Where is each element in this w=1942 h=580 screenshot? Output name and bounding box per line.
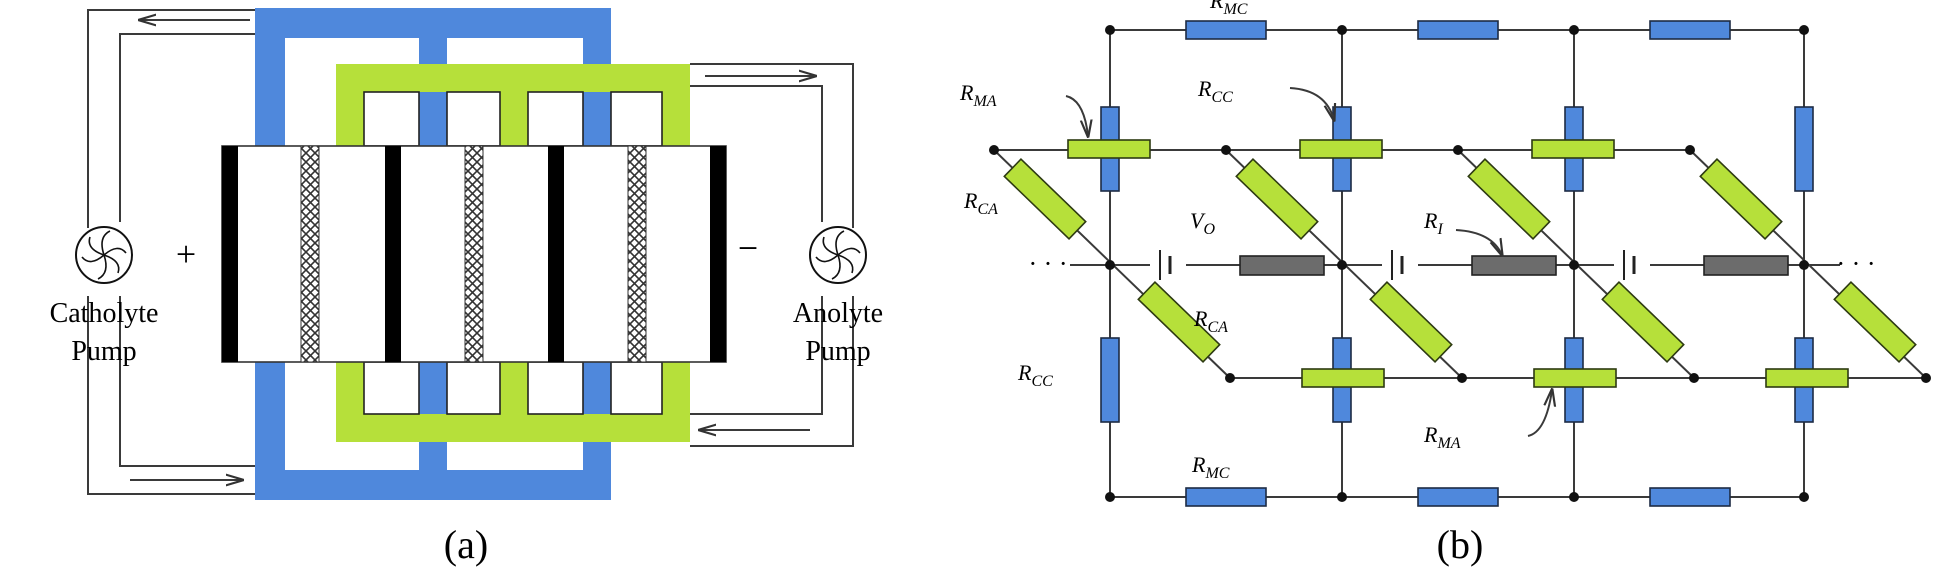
ri-resistors (1239, 255, 1789, 276)
electrode-plus (222, 146, 238, 362)
label-rmc-top: RMC (1209, 0, 1248, 18)
ellipsis-right: · · · (1837, 249, 1876, 278)
panel-a-caption: (a) (444, 522, 488, 567)
cell-stack (221, 145, 727, 363)
membrane-2 (464, 145, 484, 363)
bipolar-plate-1 (385, 146, 401, 362)
anolyte-loop-lines (690, 63, 854, 447)
catholyte-pump-icon (75, 226, 133, 284)
label-ri: RI (1423, 208, 1443, 238)
label-rmc-bottom: RMC (1191, 452, 1230, 482)
panel-b-circuit: RMC RMA RCC RCA VO RI RCA RCC RMA RMC · … (959, 0, 1931, 567)
anolyte-pump-label-line1: Anolyte (793, 298, 883, 329)
bipolar-plate-2 (548, 146, 564, 362)
catholyte-manifold (255, 8, 611, 500)
label-vo: VO (1190, 208, 1215, 238)
membrane-1 (300, 145, 320, 363)
electrode-minus (710, 146, 726, 362)
label-rma-top: RMA (959, 80, 997, 110)
label-rma-bottom: RMA (1423, 422, 1461, 452)
label-rca-mid: RCA (1193, 306, 1228, 336)
membrane-3 (627, 145, 647, 363)
plus-sign: + (176, 234, 196, 274)
ellipsis-left: · · · (1029, 249, 1068, 278)
junction-dots (989, 25, 1931, 502)
label-rca-left: RCA (963, 188, 998, 218)
catholyte-pump-label-line1: Catholyte (50, 298, 159, 329)
rma-resistors (1067, 139, 1849, 388)
anolyte-pump-icon (809, 226, 867, 284)
cell-ports (363, 91, 663, 415)
catholyte-pump-label-line2: Pump (71, 336, 136, 367)
panel-a-flow-battery: + − Catholyte Pump Anolyte Pump (a) (50, 8, 883, 567)
label-rcc-left: RCC (1017, 360, 1053, 390)
rca-resistors (1003, 157, 1917, 364)
rmc-resistors (1185, 20, 1731, 507)
panel-b-caption: (b) (1437, 522, 1484, 567)
label-rcc-top: RCC (1197, 76, 1233, 106)
catholyte-loop-lines (87, 9, 255, 495)
cell-voltage-sources (1150, 250, 1650, 280)
label-leaders (1065, 87, 1552, 437)
anolyte-manifold (336, 64, 690, 442)
anolyte-pump-label-line2: Pump (805, 336, 870, 367)
minus-sign: − (738, 228, 758, 268)
